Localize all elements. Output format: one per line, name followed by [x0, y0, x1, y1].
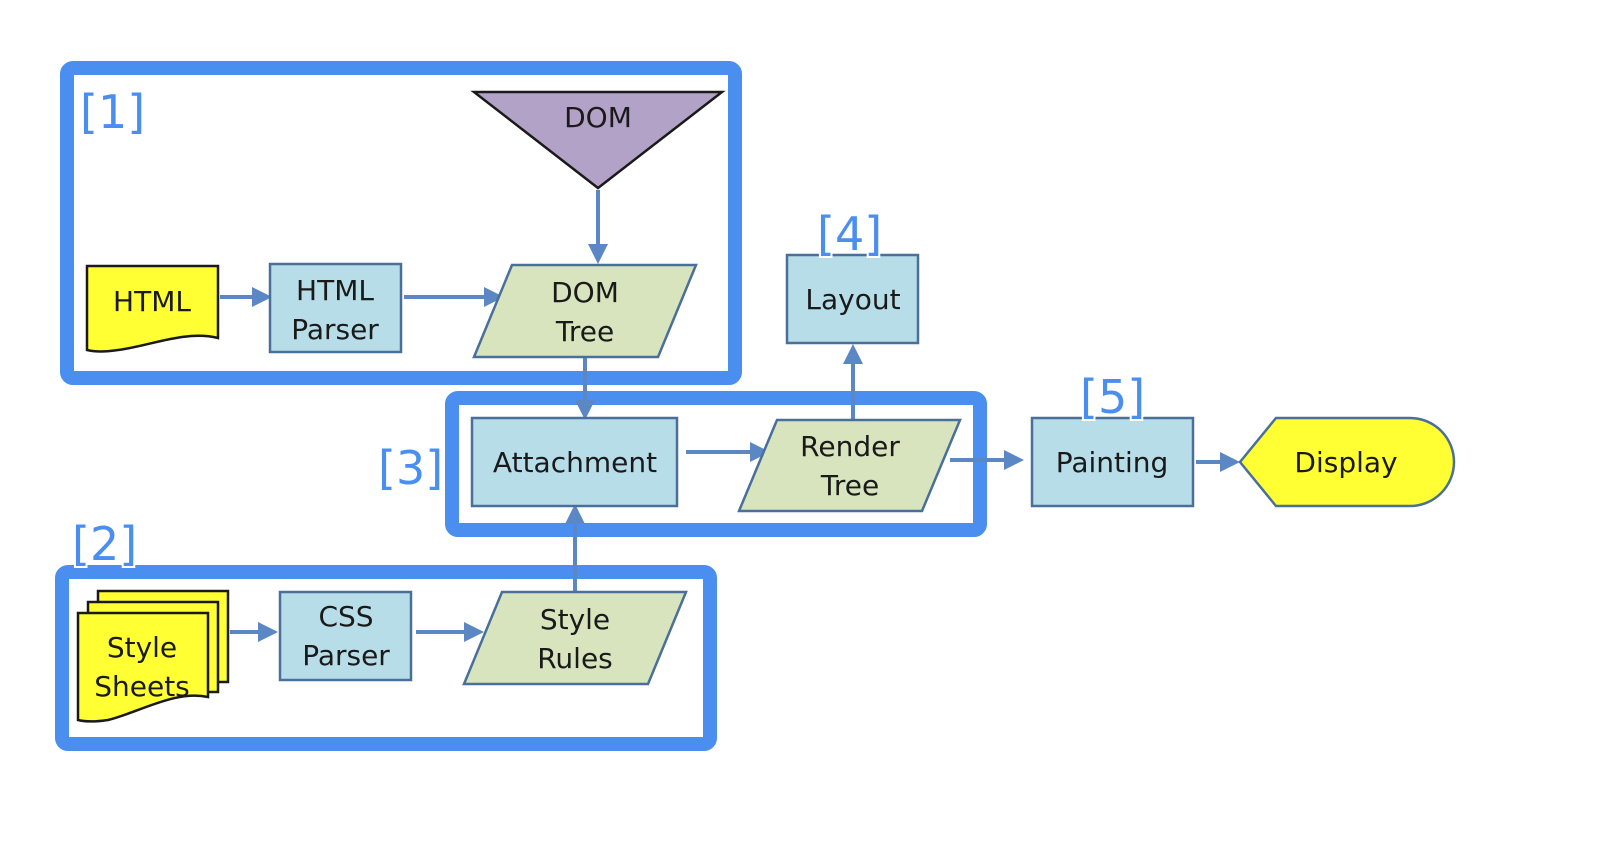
style-rules-label-line1: Style — [540, 603, 610, 636]
painting-shape — [1030, 416, 1195, 508]
html-node: HTML — [85, 264, 220, 353]
stage-4-label: [4] — [817, 207, 882, 261]
style-sheets-node: Style Sheets — [76, 589, 230, 723]
stage-1-label: [1] — [80, 85, 145, 139]
painting-node: Painting — [1030, 416, 1195, 508]
render-tree-node: Render Tree — [737, 418, 962, 513]
dom-label: DOM — [564, 101, 632, 134]
stage-2-label: [2] — [72, 517, 137, 571]
style-sheets-front-page — [76, 611, 210, 723]
stage-3-box — [445, 391, 987, 537]
html-parser-shape — [268, 262, 403, 354]
render-tree-label-line1: Render — [800, 430, 900, 463]
html-document-shape — [85, 264, 220, 353]
painting-label: Painting — [1056, 446, 1169, 479]
css-parser-label-line2: Parser — [302, 639, 390, 672]
style-rules-shape — [462, 590, 688, 686]
stage-2-box — [55, 565, 717, 751]
style-sheets-label-line2: Sheets — [94, 670, 190, 703]
dom-tree-label-line2: Tree — [555, 315, 614, 348]
dom-tree-node: DOM Tree — [472, 263, 698, 359]
display-node: Display — [1238, 416, 1456, 508]
connectors — [220, 190, 1240, 642]
html-parser-node: HTML Parser — [268, 262, 403, 354]
dom-node: DOM — [470, 90, 726, 190]
render-tree-shape — [737, 418, 962, 513]
dom-shape — [470, 90, 726, 190]
style-rules-node: Style Rules — [462, 590, 688, 686]
render-tree-label-line2: Tree — [820, 469, 879, 502]
layout-label: Layout — [805, 283, 900, 316]
stage-5-label: [5] — [1080, 370, 1145, 424]
dom-tree-label-line1: DOM — [551, 276, 619, 309]
html-parser-label-line1: HTML — [296, 274, 374, 307]
dom-tree-shape — [472, 263, 698, 359]
css-parser-shape — [278, 590, 413, 682]
html-parser-label-line2: Parser — [291, 313, 379, 346]
stage-3-label: [3] — [378, 441, 443, 495]
attachment-shape — [470, 416, 679, 508]
attachment-node: Attachment — [470, 416, 679, 508]
layout-node: Layout — [785, 253, 920, 345]
layout-shape — [785, 253, 920, 345]
style-rules-label-line2: Rules — [537, 642, 613, 675]
css-parser-label-line1: CSS — [318, 600, 373, 633]
display-shape — [1238, 416, 1456, 508]
css-parser-node: CSS Parser — [278, 590, 413, 682]
html-label: HTML — [113, 285, 191, 318]
attachment-label: Attachment — [493, 446, 657, 479]
style-sheets-label-line1: Style — [107, 631, 177, 664]
display-label: Display — [1294, 446, 1397, 479]
stage-1-box — [60, 61, 742, 385]
